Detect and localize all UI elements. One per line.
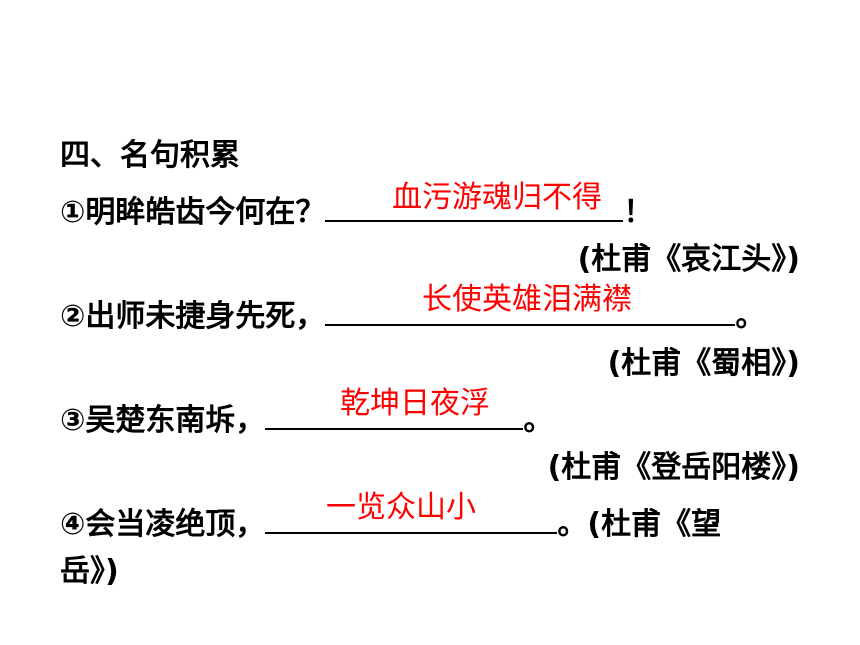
item-3-source: (杜甫《登岳阳楼》) bbox=[547, 450, 800, 485]
item-4-marker: ④ bbox=[60, 507, 86, 542]
item-2-marker: ② bbox=[60, 299, 86, 334]
item-1-blank bbox=[325, 190, 624, 222]
item-3-answer: 乾坤日夜浮 bbox=[340, 386, 490, 421]
item-1: ①明眸皓齿今何在？ ！ bbox=[60, 190, 653, 231]
item-2-answer: 长使英雄泪满襟 bbox=[422, 282, 632, 317]
item-4-answer: 一览众山小 bbox=[326, 490, 476, 525]
item-4-source: 岳》) bbox=[60, 554, 119, 589]
item-3-prefix: 吴楚东南坼， bbox=[85, 403, 266, 438]
item-2-blank bbox=[325, 294, 736, 326]
item-1-answer: 血污游魂归不得 bbox=[392, 180, 602, 215]
item-2-source: (杜甫《蜀相》) bbox=[607, 346, 800, 381]
item-3-blank bbox=[265, 398, 524, 430]
item-1-marker: ① bbox=[60, 195, 86, 230]
item-3-suffix: 。 bbox=[523, 403, 554, 438]
item-2-suffix: 。 bbox=[735, 299, 766, 334]
item-4-blank bbox=[265, 502, 558, 534]
section-title: 四、名句积累 bbox=[60, 138, 240, 173]
item-2-prefix: 出师未捷身先死， bbox=[85, 299, 326, 334]
item-1-source: (杜甫《哀江头》) bbox=[577, 242, 800, 277]
item-3-marker: ③ bbox=[60, 403, 86, 438]
item-3: ③吴楚东南坼， 。 bbox=[60, 398, 553, 439]
item-1-prefix: 明眸皓齿今何在？ bbox=[85, 195, 326, 230]
item-4: ④会当凌绝顶， 。(杜甫《望 bbox=[60, 502, 721, 543]
item-1-suffix: ！ bbox=[623, 195, 654, 230]
item-4-prefix: 会当凌绝顶， bbox=[85, 507, 266, 542]
item-4-suffix: 。(杜甫《望 bbox=[557, 507, 722, 542]
item-2: ②出师未捷身先死， 。 bbox=[60, 294, 765, 335]
